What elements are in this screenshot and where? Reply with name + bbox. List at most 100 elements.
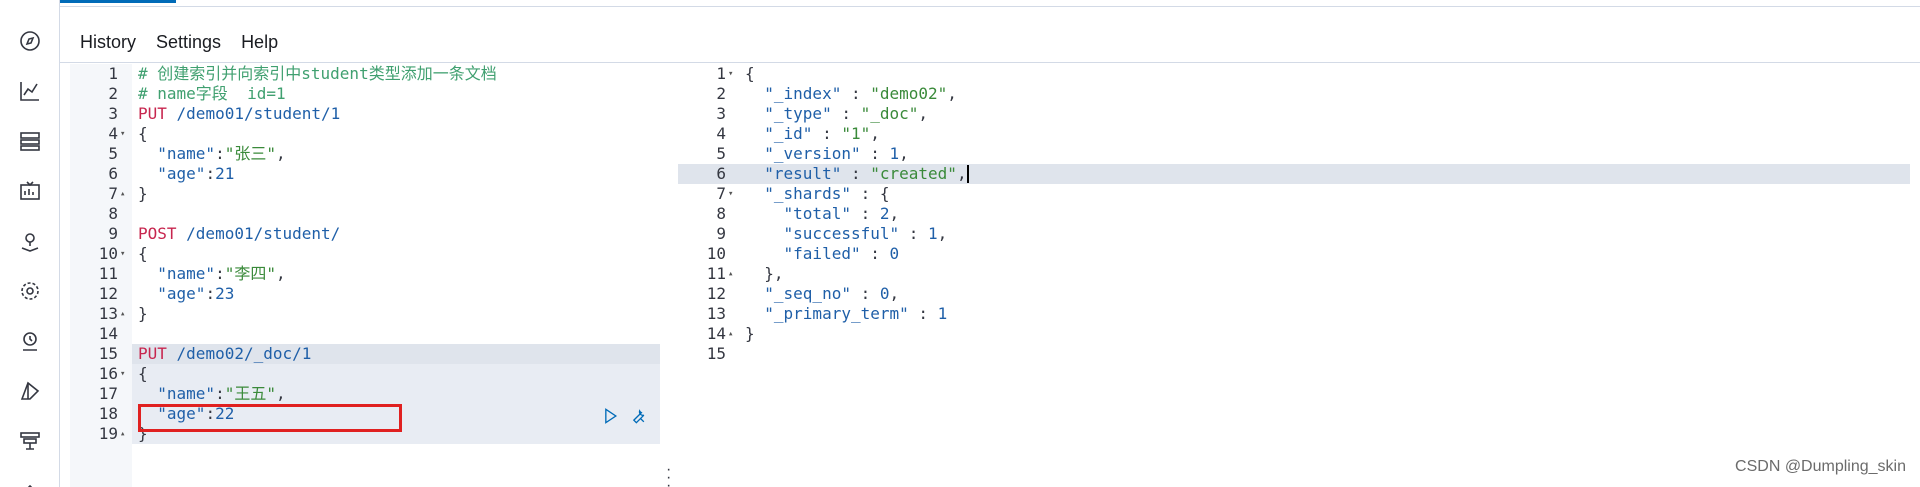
- line-number: 3: [108, 104, 118, 123]
- response-line[interactable]: 7▾ "_shards" : {: [678, 184, 1910, 204]
- request-line[interactable]: 14: [70, 324, 660, 344]
- fold-close-icon[interactable]: ▴: [120, 309, 126, 319]
- token-method: PUT: [138, 344, 167, 363]
- line-number: 5: [716, 144, 726, 163]
- fold-open-icon[interactable]: ▾: [120, 369, 126, 379]
- wrench-icon[interactable]: [628, 406, 648, 430]
- fold-open-icon[interactable]: ▾: [728, 189, 734, 199]
- code-text: # name字段 id=1: [138, 84, 286, 104]
- collapse-icon[interactable]: [16, 474, 44, 487]
- token-key: "total": [783, 204, 851, 223]
- code-text: }: [745, 324, 755, 344]
- token-punc: [745, 84, 764, 103]
- code-text: "_version" : 1,: [745, 144, 909, 164]
- ml-icon[interactable]: [16, 277, 44, 305]
- fold-open-icon[interactable]: ▾: [120, 249, 126, 259]
- response-line[interactable]: 10 "failed" : 0: [678, 244, 1910, 264]
- dashboard-icon[interactable]: [16, 127, 44, 155]
- token-punc: [138, 264, 157, 283]
- token-num: 21: [215, 164, 235, 183]
- request-line[interactable]: 6 "age":21: [70, 164, 660, 184]
- request-line[interactable]: 2# name字段 id=1: [70, 84, 660, 104]
- request-line[interactable]: 13▴}: [70, 304, 660, 324]
- response-line[interactable]: 6 "result" : "created",: [678, 164, 1910, 184]
- token-punc: :: [850, 284, 880, 303]
- line-number: 13: [98, 304, 118, 323]
- request-line[interactable]: 1# 创建索引并向索引中student类型添加一条文档: [70, 64, 660, 84]
- response-line[interactable]: 15: [678, 344, 1910, 364]
- token-key: "_id": [764, 124, 813, 143]
- splitter-handle-icon[interactable]: ···: [666, 461, 672, 487]
- request-line[interactable]: 19▴}: [99, 424, 660, 444]
- request-line[interactable]: 17 "name":"王五",: [99, 384, 660, 404]
- code-text: PUT /demo02/_doc/1: [138, 344, 311, 364]
- code-text: "result" : "created",: [745, 164, 966, 184]
- request-line[interactable]: 12 "age":23: [70, 284, 660, 304]
- token-punc: ,: [937, 224, 948, 243]
- token-key: "name": [157, 384, 216, 403]
- compass-icon[interactable]: [16, 27, 44, 55]
- request-line[interactable]: 16▾{: [99, 364, 660, 384]
- menu-history[interactable]: History: [80, 31, 137, 52]
- request-line[interactable]: 8: [70, 204, 660, 224]
- canvas-icon[interactable]: [16, 177, 44, 205]
- fold-open-icon[interactable]: ▾: [728, 69, 734, 79]
- fold-close-icon[interactable]: ▴: [728, 329, 734, 339]
- menu-help[interactable]: Help: [241, 31, 279, 52]
- code-text: # 创建索引并向索引中student类型添加一条文档: [138, 64, 497, 84]
- text-cursor: [966, 165, 969, 183]
- response-line[interactable]: 4 "_id" : "1",: [678, 124, 1910, 144]
- response-line[interactable]: 14▴}: [678, 324, 1910, 344]
- fold-close-icon[interactable]: ▴: [120, 189, 126, 199]
- response-line[interactable]: 3 "_type" : "_doc",: [678, 104, 1910, 124]
- token-key: "_type": [764, 104, 832, 123]
- token-num: 0: [879, 284, 890, 303]
- token-punc: [138, 284, 157, 303]
- token-punc: ,: [275, 264, 286, 283]
- token-path: /demo01/student/: [176, 224, 341, 243]
- request-line[interactable]: 10▾{: [70, 244, 660, 264]
- maps-icon[interactable]: [16, 227, 44, 255]
- token-key: "age": [157, 284, 206, 303]
- request-line[interactable]: 5 "name":"张三",: [70, 144, 660, 164]
- response-line[interactable]: 9 "successful" : 1,: [678, 224, 1910, 244]
- menu-settings[interactable]: Settings: [156, 31, 222, 52]
- apm-icon[interactable]: [16, 327, 44, 355]
- token-punc: ,: [275, 384, 286, 403]
- response-line[interactable]: 2 "_index" : "demo02",: [678, 84, 1910, 104]
- token-punc: :: [841, 84, 871, 103]
- request-line[interactable]: 11 "name":"李四",: [70, 264, 660, 284]
- stack-icon[interactable]: [16, 427, 44, 455]
- response-line[interactable]: 1▾{: [678, 64, 1910, 84]
- request-line[interactable]: 4▾{: [70, 124, 660, 144]
- token-punc: ,: [947, 84, 957, 103]
- response-line[interactable]: 12 "_seq_no" : 0,: [678, 284, 1910, 304]
- code-text: "failed" : 0: [745, 244, 900, 264]
- line-number: 18: [98, 404, 118, 423]
- pane-splitter[interactable]: ···: [660, 64, 678, 487]
- fold-close-icon[interactable]: ▴: [728, 269, 734, 279]
- response-line[interactable]: 11▴ },: [678, 264, 1910, 284]
- response-line[interactable]: 5 "_version" : 1,: [678, 144, 1910, 164]
- play-icon[interactable]: [600, 406, 620, 430]
- code-text: "age":23: [138, 284, 234, 304]
- response-line[interactable]: 8 "total" : 2,: [678, 204, 1910, 224]
- token-punc: [745, 164, 764, 183]
- response-line[interactable]: 13 "_primary_term" : 1: [678, 304, 1910, 324]
- token-punc: {: [138, 244, 148, 263]
- nav-rail: [0, 0, 60, 487]
- request-line[interactable]: 18 "age":22: [99, 404, 660, 424]
- fold-close-icon[interactable]: ▴: [120, 429, 126, 439]
- request-line[interactable]: 7▴}: [70, 184, 660, 204]
- response-editor[interactable]: 1▾{2 "_index" : "demo02",3 "_type" : "_d…: [678, 64, 1910, 487]
- active-tab-indicator: [60, 0, 176, 3]
- logs-icon[interactable]: [16, 377, 44, 405]
- token-str: "张三": [224, 144, 276, 163]
- fold-open-icon[interactable]: ▾: [120, 129, 126, 139]
- line-number: 14: [98, 324, 118, 343]
- visualize-icon[interactable]: [16, 77, 44, 105]
